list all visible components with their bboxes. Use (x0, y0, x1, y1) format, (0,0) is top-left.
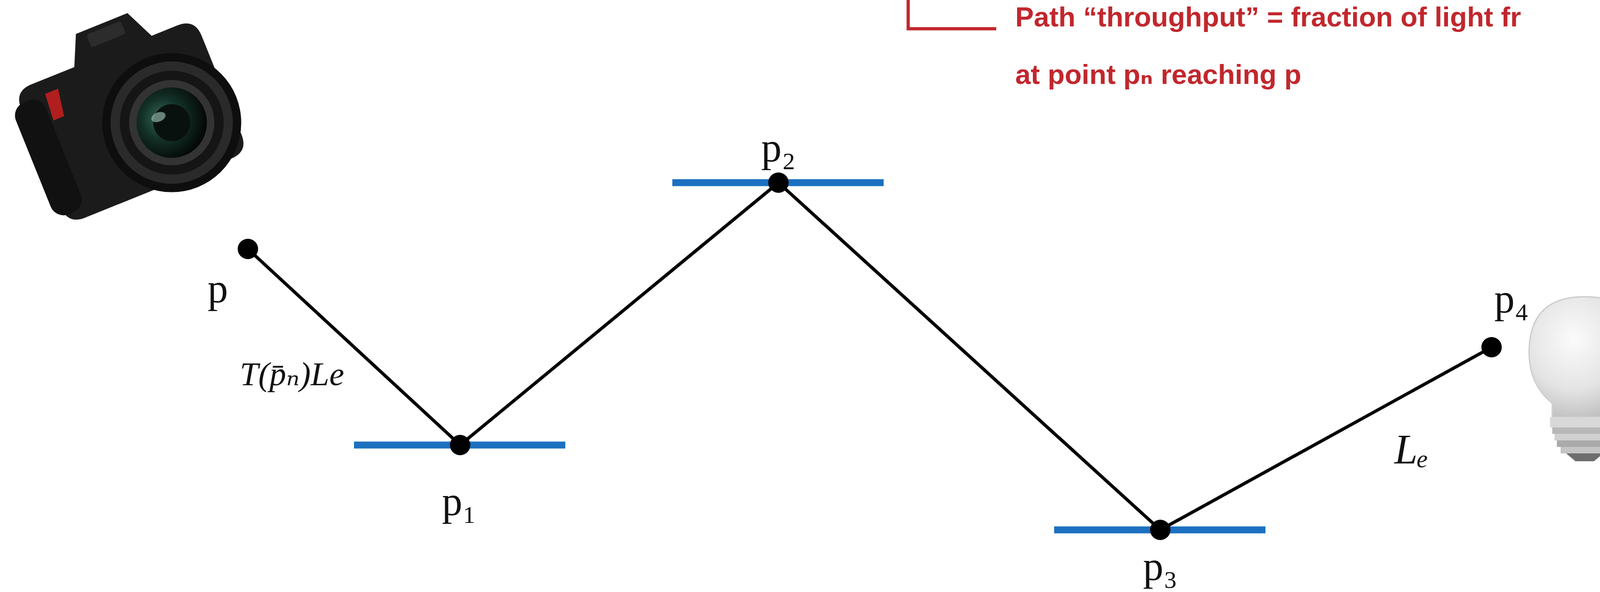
vertex-label: p₄ (1494, 276, 1530, 322)
vertex-label: p₄ (1494, 276, 1530, 322)
note-text: Path “throughput” = fraction of light fr (1015, 1, 1522, 33)
surface-lines (354, 182, 1266, 530)
vertex-label: p₁ (442, 479, 477, 525)
vertex-label: p₁ (442, 479, 477, 525)
emission-label: Lₑ (1391, 426, 1432, 473)
camera-icon (0, 0, 263, 241)
emission-label: Lₑ (1391, 426, 1432, 473)
vertex-label: p₂ (761, 125, 797, 171)
path-vertices (237, 172, 1502, 540)
note-text: at point pₙ reaching p (1015, 59, 1302, 90)
vertex-label: p₂ (761, 125, 797, 171)
vertex-label: p (207, 266, 228, 312)
light-bulb-icon (1529, 296, 1600, 462)
vertex-label: p₃ (1143, 543, 1178, 589)
vertex-label: p (207, 266, 228, 312)
radiance-label: T(p̄ₙ)Le (236, 355, 347, 393)
light-path (247, 182, 1492, 530)
radiance-label: T(p̄ₙ)Le (236, 355, 347, 393)
note-text: at point pₙ reaching p (1015, 59, 1302, 90)
callout-bracket (908, 0, 997, 29)
vertex-label: p₃ (1143, 543, 1178, 589)
note-text: Path “throughput” = fraction of light fr (1015, 1, 1522, 33)
